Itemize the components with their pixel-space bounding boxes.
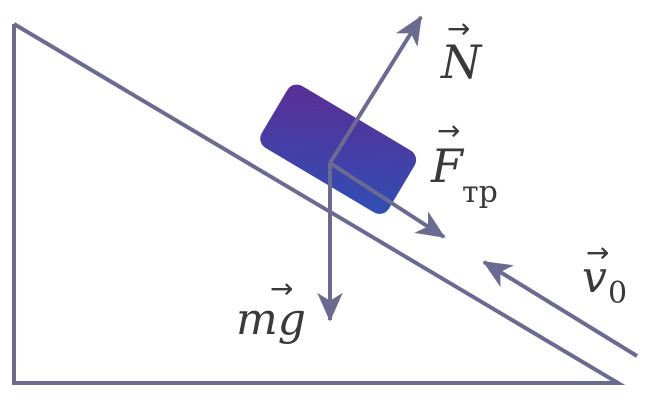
svg-text:тр: тр [462,175,498,210]
svg-text:→: → [447,12,470,45]
weight-label: → mg [236,272,306,345]
normal-force-arrow [328,15,423,165]
normal-force-label: → N [440,12,483,89]
friction-force-label: → F тр [430,114,498,210]
svg-text:mg: mg [236,294,306,345]
svg-text:→: → [586,236,609,269]
svg-text:0: 0 [608,276,627,311]
svg-text:F: F [430,139,465,193]
velocity-label: → v 0 [582,236,627,311]
svg-text:→: → [270,272,293,305]
velocity-arrow [482,260,639,358]
svg-text:→: → [437,114,460,147]
svg-text:N: N [440,35,483,89]
svg-text:v: v [582,252,607,303]
friction-force-arrow [328,161,446,239]
incline-triangle [12,22,626,385]
